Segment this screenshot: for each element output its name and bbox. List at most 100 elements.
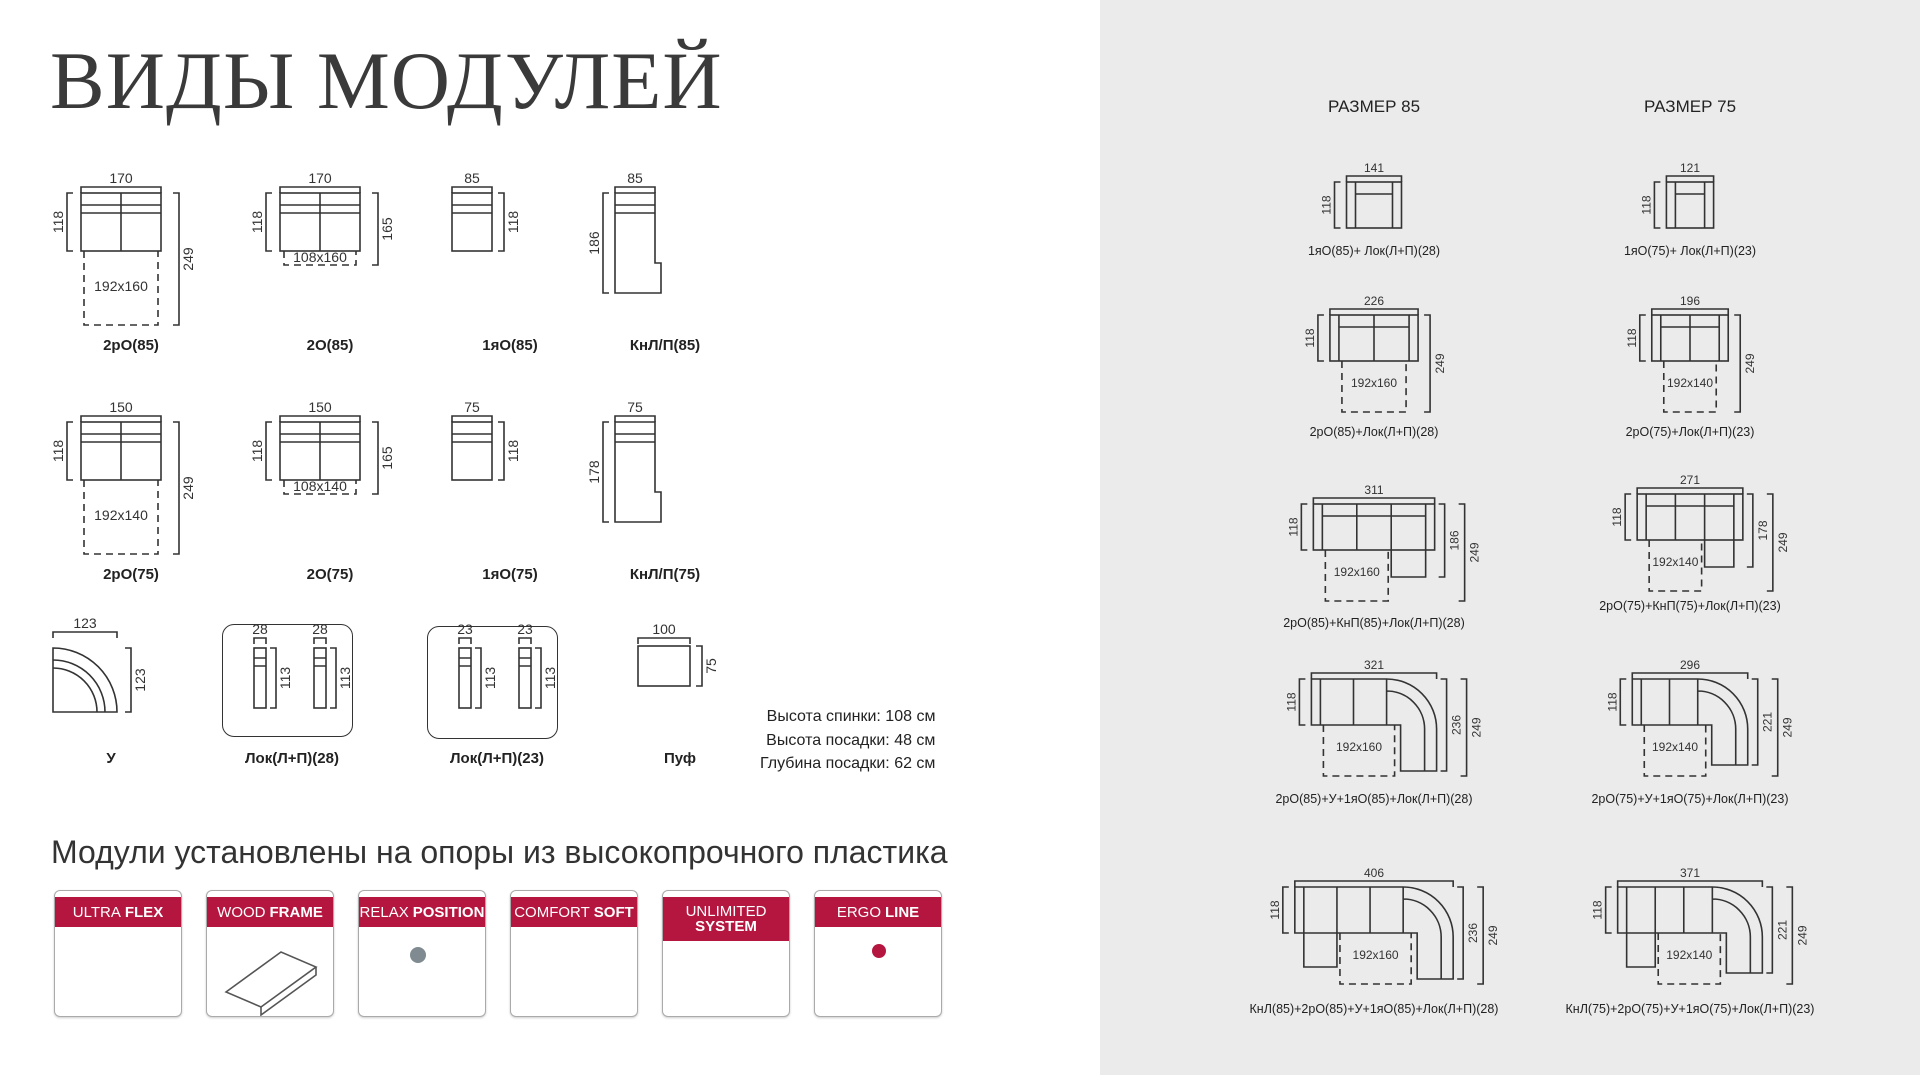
dimension-line	[279, 186, 361, 193]
dimension-line	[173, 192, 180, 326]
dimension-label: 118	[1625, 328, 1639, 347]
module-outline	[615, 433, 655, 443]
dimension-label: 178	[1756, 520, 1770, 540]
dimension-line	[1786, 886, 1794, 985]
module-outline	[614, 192, 662, 294]
dimension-label: 249	[1743, 353, 1757, 373]
dimension-label: 249	[1486, 925, 1500, 945]
wood-plank-icon	[224, 951, 318, 1016]
module-outline	[1294, 886, 1454, 980]
module-outline	[1339, 933, 1412, 985]
badge-title-light: WOOD	[217, 903, 266, 921]
dimension-line	[313, 637, 327, 644]
module-outline	[451, 192, 493, 252]
dimension-line	[602, 192, 609, 294]
badge-title-light: ERGO	[836, 903, 881, 921]
page-title: ВИДЫ МОДУЛЕЙ	[50, 35, 723, 126]
dimension-label: 118	[250, 440, 265, 463]
dimension-line	[253, 637, 267, 644]
bed-size-label: 192x160	[1353, 948, 1399, 962]
dimension-label: 271	[1680, 473, 1700, 487]
size-75-header: РАЗМЕР 75	[1643, 97, 1737, 116]
dimension-label: 296	[1680, 658, 1700, 672]
badge-title-bold: LINE	[885, 903, 920, 921]
module-outline	[637, 645, 691, 687]
armrest-group-frame-23	[427, 626, 558, 739]
module-label: 2рО(85)+КнП(85)+Лок(Л+П)(28)	[1283, 616, 1465, 630]
module-outline	[1390, 550, 1427, 578]
dimension-line	[696, 645, 703, 687]
bed-size-label: 192x160	[1336, 740, 1382, 754]
dimension-line	[637, 637, 691, 644]
module-outline	[81, 422, 161, 480]
dimension-line	[1766, 493, 1774, 592]
size-comparison-panel	[1100, 0, 1920, 1075]
spec-seat-depth: Глубина посадки: 62 см	[760, 755, 936, 772]
module-label: 1яО(75)+ Лок(Л+П)(23)	[1623, 244, 1757, 258]
dimension-label: 249	[1781, 717, 1795, 737]
module-outline	[615, 204, 655, 214]
dimension-label: 85	[464, 170, 480, 186]
dimension-label: 75	[464, 399, 480, 415]
module-outline	[283, 480, 357, 495]
dimension-label: 85	[627, 170, 643, 186]
dimension-line	[1460, 678, 1468, 777]
dimension-line	[1746, 493, 1754, 568]
module-outline	[1341, 361, 1407, 413]
dimension-label: 311	[1364, 483, 1383, 497]
dimension-label: 165	[379, 217, 395, 241]
bed-size-label: 192x140	[94, 507, 148, 523]
spec-back-height: Высота спинки: 108 см	[766, 708, 936, 725]
dimension-label: 249	[180, 247, 196, 271]
badge-title-bold: FRAME	[269, 903, 323, 921]
module-label: Лок(Л+П)(23)	[450, 750, 544, 767]
dimension-line	[372, 192, 379, 266]
module-outline	[1625, 933, 1657, 968]
dimension-line	[372, 421, 379, 495]
dimension-line	[1329, 308, 1419, 315]
dimension-line	[66, 421, 73, 481]
module-label: У	[106, 750, 116, 767]
module-outline	[1312, 503, 1436, 551]
module-outline	[283, 251, 357, 266]
module-outline	[1319, 679, 1426, 771]
dimension-line	[279, 415, 361, 422]
dimension-label: 28	[312, 621, 328, 637]
module-outline	[1640, 679, 1737, 765]
module-outline	[458, 647, 472, 709]
dimension-label: 75	[703, 658, 719, 674]
dimension-line	[1458, 503, 1466, 602]
dimension-line	[614, 415, 656, 422]
dimension-line	[265, 421, 272, 481]
module-label: Пуф	[663, 750, 697, 767]
foam-layers-icon	[69, 937, 169, 1017]
dimension-line	[1294, 880, 1454, 887]
dimension-line	[1312, 497, 1436, 504]
badge-title-bold: FLEX	[124, 903, 164, 921]
module-label: 1яО(85)	[482, 337, 538, 354]
dimension-label: 186	[586, 231, 602, 255]
dimension-label: 118	[1303, 328, 1317, 347]
badge-title-light: RELAX	[359, 903, 409, 921]
dimension-line	[518, 637, 532, 644]
